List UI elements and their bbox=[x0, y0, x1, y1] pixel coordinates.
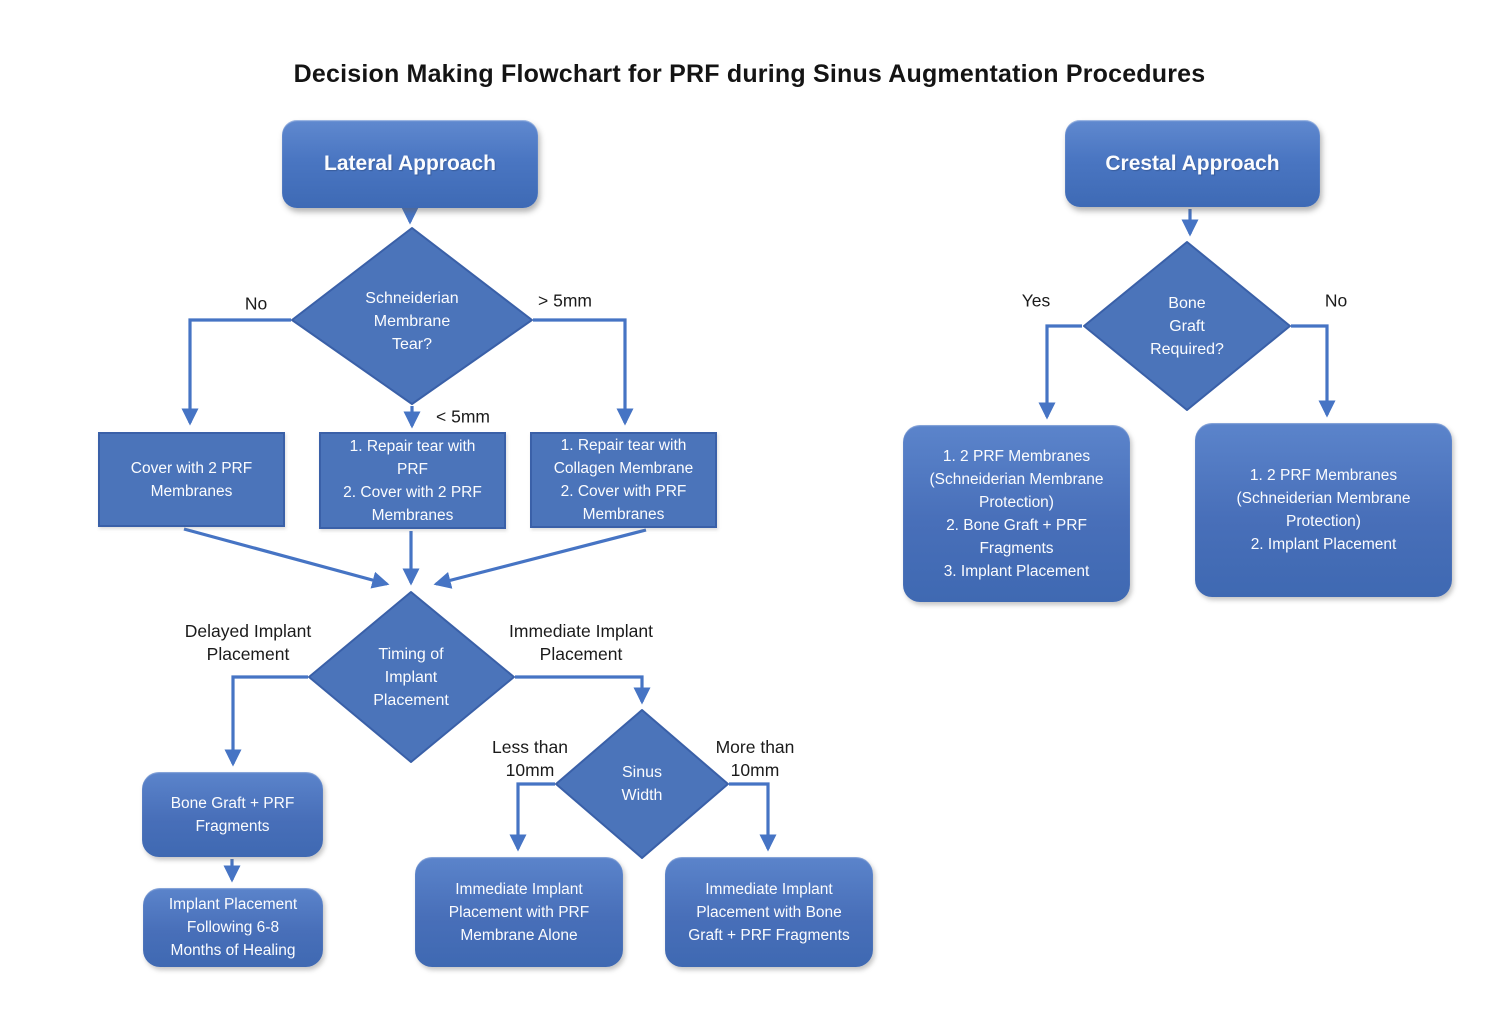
edge-label-immediate-implant: Immediate Implant Placement bbox=[509, 621, 653, 664]
arrow-sinus-less10 bbox=[509, 782, 555, 852]
immediate-prf-membrane-node: Immediate Implant Placement with PRF Mem… bbox=[415, 857, 623, 967]
immediate-bone-graft-node: Immediate Implant Placement with Bone Gr… bbox=[665, 857, 873, 967]
decision-diamond-shapes bbox=[291, 227, 1291, 859]
arrow-collagen-to-timing bbox=[433, 528, 647, 589]
arrow-timing-immediate bbox=[515, 675, 651, 705]
sinus-width-diamond-shape bbox=[555, 709, 729, 859]
edge-label-less-than-10mm: Less than 10mm bbox=[492, 737, 568, 780]
arrow-bone-required-yes bbox=[1038, 324, 1082, 420]
arrow-tear-no bbox=[181, 318, 291, 426]
repair-tear-prf-node: 1. Repair tear with PRF 2. Cover with 2 … bbox=[319, 432, 506, 529]
bone-graft-required-diamond-shape bbox=[1083, 241, 1291, 411]
cover-2-prf-node: Cover with 2 PRF Membranes bbox=[98, 432, 285, 527]
edge-label-yes: Yes bbox=[1021, 290, 1051, 311]
arrow-tear-gt5mm bbox=[533, 318, 634, 426]
membrane-tear-diamond-shape bbox=[291, 227, 533, 405]
repair-tear-collagen-node: 1. Repair tear with Collagen Membrane 2.… bbox=[530, 432, 717, 528]
flow-arrows bbox=[181, 207, 1336, 883]
bone-graft-prf-fragments-node: Bone Graft + PRF Fragments bbox=[142, 772, 323, 857]
page-title: Decision Making Flowchart for PRF during… bbox=[293, 60, 1206, 88]
edge-label-delayed-implant: Delayed Implant Placement bbox=[184, 621, 312, 664]
crestal-approach-node: Crestal Approach bbox=[1065, 120, 1320, 207]
arrow-cover-to-timing bbox=[183, 527, 390, 589]
edge-label-no-right: No bbox=[1324, 290, 1348, 311]
edge-label-no-left: No bbox=[244, 293, 268, 314]
edge-label-more-than-10mm: More than 10mm bbox=[715, 737, 795, 780]
implant-healing-node: Implant Placement Following 6-8 Months o… bbox=[143, 888, 323, 967]
arrow-timing-delayed bbox=[224, 675, 308, 767]
arrow-bone-required-no bbox=[1291, 324, 1336, 418]
crestal-yes-outcome-node: 1. 2 PRF Membranes (Schneiderian Membran… bbox=[903, 425, 1130, 602]
lateral-approach-node: Lateral Approach bbox=[282, 120, 538, 208]
timing-diamond-shape bbox=[308, 591, 515, 763]
crestal-no-outcome-node: 1. 2 PRF Membranes (Schneiderian Membran… bbox=[1195, 423, 1452, 597]
edge-label-gt5mm: > 5mm bbox=[538, 290, 592, 311]
arrow-sinus-more10 bbox=[729, 782, 777, 852]
edge-label-lt5mm: < 5mm bbox=[436, 406, 490, 427]
